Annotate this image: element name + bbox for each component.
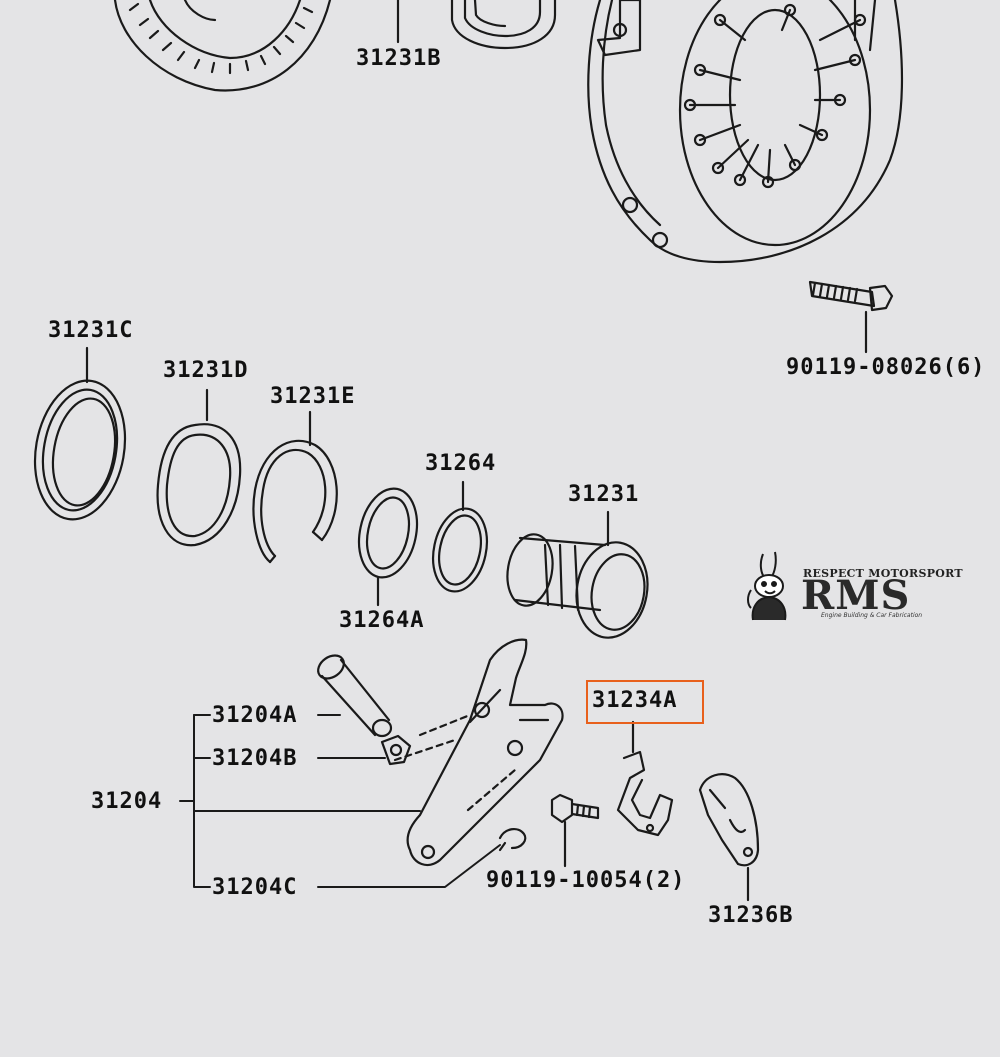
rabbit-mascot-icon: [747, 551, 787, 621]
release-hub-drawing: [396, 0, 557, 50]
part-label-31234a: 31234A: [592, 688, 678, 713]
fork-bolt-drawing: [550, 793, 600, 868]
part-label-31204b: 31204B: [212, 746, 298, 771]
part-label-31231e: 31231E: [270, 384, 356, 409]
part-label-31231c: 31231C: [48, 318, 134, 343]
part-label-31204a: 31204A: [212, 703, 298, 728]
highlight-box-31234a: [586, 680, 704, 724]
part-label-31204: 31204: [91, 789, 163, 814]
part-label-31231b: 31231B: [356, 46, 442, 71]
watermark-sub-text: Engine Building & Car Fabrication: [821, 612, 923, 619]
release-fork-drawing: [393, 638, 564, 867]
part-label-31264a: 31264A: [339, 608, 425, 633]
washer-31264a-drawing: [357, 487, 419, 607]
leader-lines: [179, 714, 501, 888]
cover-bolt-drawing: [808, 280, 894, 354]
clip-31204c-drawing: [498, 828, 527, 852]
washer-31264-drawing: [432, 480, 488, 593]
part-label-31264: 31264: [425, 451, 497, 476]
part-label-31204c: 31204C: [212, 875, 298, 900]
part-label-31231d: 31231D: [163, 358, 249, 383]
snap-ring-31231e-drawing: [252, 410, 338, 564]
part-label-31236b: 31236B: [708, 903, 794, 928]
bearing-31231-drawing: [506, 510, 649, 639]
pivot-pin-31204a-drawing: [317, 654, 393, 738]
part-label-90119-10054: 90119-10054(2): [486, 868, 686, 893]
watermark-main-text: RMS: [801, 572, 911, 619]
part-label-90119-08026: 90119-08026(6): [786, 355, 986, 380]
wave-ring-31231d-drawing: [156, 388, 242, 547]
rms-watermark-logo: RESPECT MOTORSPORT RMS Engine Building &…: [745, 550, 963, 625]
boot-31236b-drawing: [698, 773, 760, 902]
part-label-31231: 31231: [568, 482, 640, 507]
spring-clip-31234a-drawing: [616, 720, 674, 837]
watermark-top-text: RESPECT MOTORSPORT: [803, 567, 963, 580]
clutch-disc-drawing: [113, 0, 332, 92]
retainer-31204b-drawing: [380, 734, 412, 766]
clutch-cover-drawing: [587, 0, 904, 264]
seal-ring-31231c-drawing: [33, 346, 127, 521]
